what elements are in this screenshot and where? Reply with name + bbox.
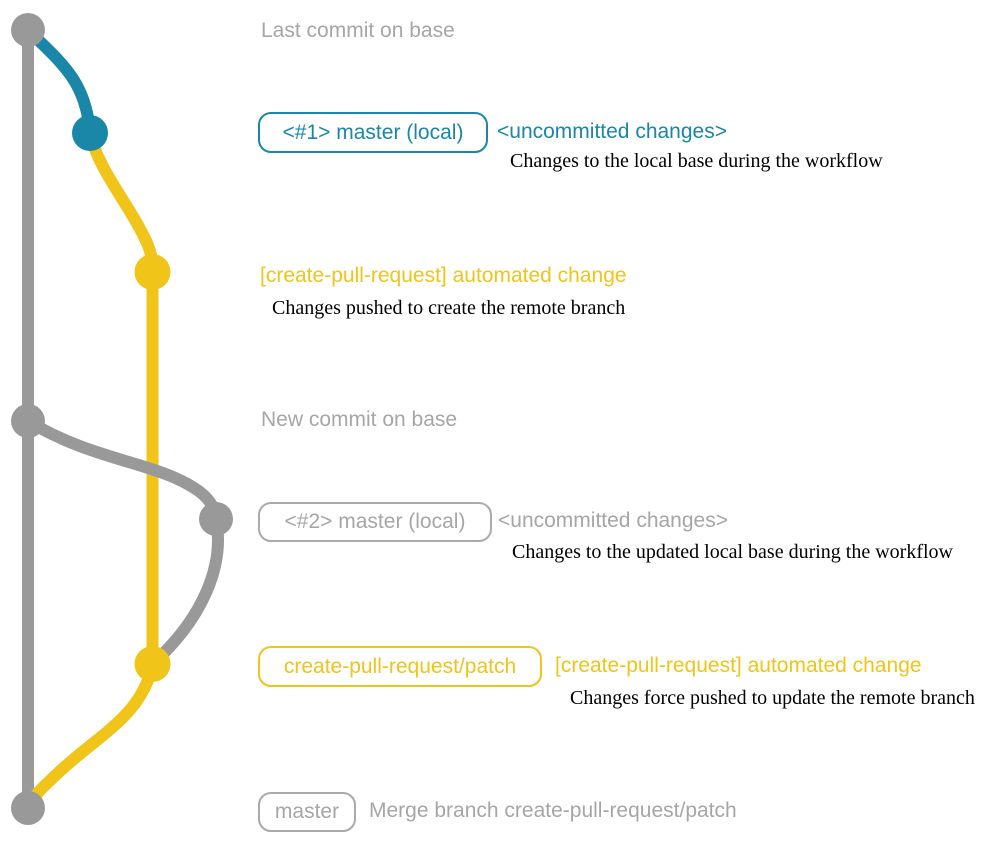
uncommitted-changes-desc-1: Changes to the local base during the wor… — [510, 150, 883, 172]
merge-branch-label: Merge branch create-pull-request/patch — [369, 799, 737, 822]
uncommitted-changes-heading-1: <uncommitted changes> — [497, 120, 727, 143]
branch-tag-master: master — [258, 792, 356, 832]
commit-dot-patch-2 — [134, 646, 171, 682]
automated-change-desc-2: Changes force pushed to update the remot… — [570, 687, 975, 709]
automated-change-desc-1: Changes pushed to create the remote bran… — [272, 297, 626, 319]
local-master-curve-1 — [22, 24, 96, 139]
branch-tag-label: <#1> master (local) — [282, 120, 464, 144]
branch-tag-master-local-1: <#1> master (local) — [258, 112, 488, 153]
automated-change-heading-2: [create-pull-request] automated change — [555, 654, 922, 677]
commit-dot-base-last — [11, 13, 45, 47]
branch-tag-label: <#2> master (local) — [284, 510, 466, 533]
commit-dot-base-new — [11, 404, 45, 438]
patch-branch-curve-1 — [84, 127, 159, 278]
local-master-curve-2 — [22, 415, 222, 525]
uncommitted-changes-heading-2: <uncommitted changes> — [498, 509, 728, 532]
new-commit-label: New commit on base — [261, 408, 458, 431]
branch-tag-label: master — [274, 800, 340, 823]
uncommitted-changes-desc-2: Changes to the updated local base during… — [512, 541, 953, 563]
branch-tag-patch: create-pull-request/patch — [258, 646, 542, 687]
branch-tag-label: create-pull-request/patch — [283, 654, 517, 678]
merge-curve — [22, 658, 159, 814]
branch-tag-master-local-2: <#2> master (local) — [258, 502, 492, 542]
commit-dot-local-master-2 — [199, 502, 233, 536]
commit-dot-merge — [11, 791, 45, 825]
rebase-curve — [146, 513, 224, 670]
last-commit-label: Last commit on base — [261, 19, 455, 42]
automated-change-heading-1: [create-pull-request] automated change — [260, 264, 627, 287]
commit-dot-local-master-1 — [72, 115, 108, 151]
commit-dot-patch-1 — [134, 254, 171, 290]
